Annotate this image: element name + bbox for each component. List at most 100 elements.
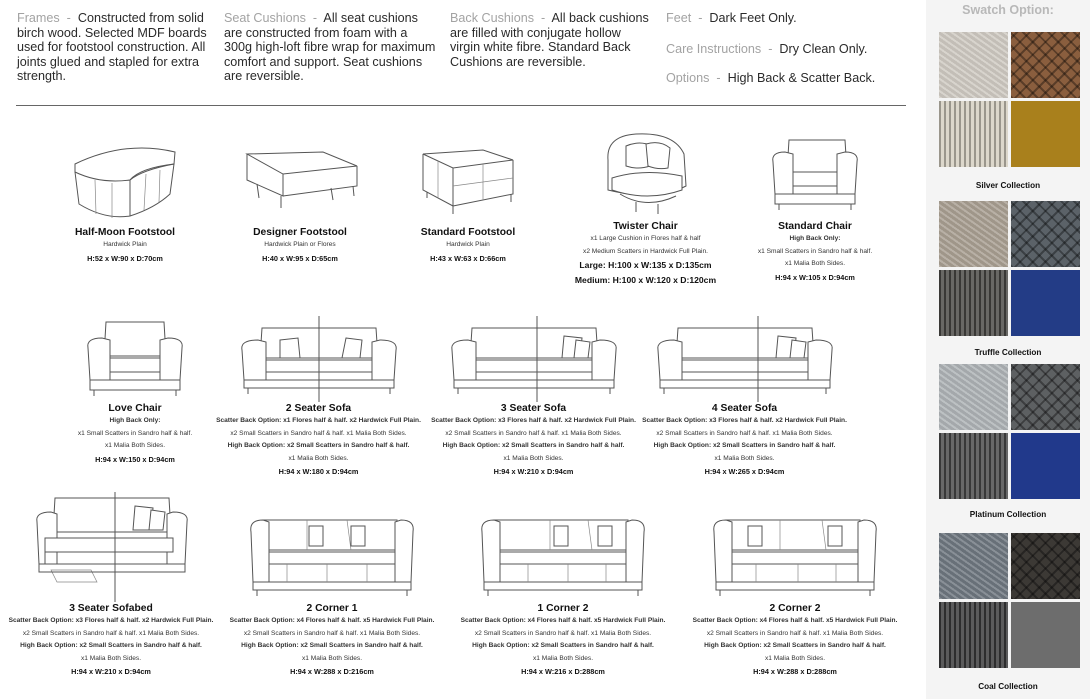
product-detail: x2 Small Scatters in Sandro half & half.… — [22, 629, 200, 637]
scatter-back-label: Scatter Back Option: x4 Flores half & ha… — [692, 617, 898, 624]
spec-feet-text: Dark Feet Only. — [709, 11, 797, 25]
swatch-tile[interactable] — [1011, 364, 1080, 430]
product-1-corner-2[interactable]: 1 Corner 2 Scatter Back Option: x4 Flore… — [454, 502, 672, 678]
swatch-caption-silver: Silver Collection — [975, 181, 1041, 190]
swatch-grid-coal — [939, 533, 1080, 668]
product-name: Standard Chair — [778, 221, 852, 232]
spec-back-cushions-text: All back cushions are filled with conjug… — [450, 11, 649, 69]
product-detail: x1 Malia Both Sides. — [104, 442, 166, 450]
product-standard-footstool[interactable]: Standard Footstool Hardwick Plain H:43 x… — [388, 146, 548, 265]
product-detail: x2 Small Scatters in Sandro half & half.… — [243, 629, 421, 637]
swatch-tile[interactable] — [939, 602, 1008, 668]
product-detail: x1 Malia Both Sides. — [301, 654, 363, 662]
scatter-back-label: Scatter Back Option: x4 Flores half & ha… — [460, 617, 666, 624]
swatch-tile[interactable] — [1011, 201, 1080, 267]
swatch-tile[interactable] — [1011, 602, 1080, 668]
product-twister-chair[interactable]: Twister Chair x1 Large Cushion in Flores… — [558, 130, 733, 287]
spec-frames-text: Constructed from solid birch wood. Selec… — [17, 11, 207, 84]
high-back-label: High Back Option: x2 Small Scatters in S… — [653, 442, 836, 450]
twister-chair-drawing — [606, 133, 687, 214]
spec-seat-cushions-text: All seat cushions are constructed from f… — [224, 11, 436, 84]
product-love-chair[interactable]: Love Chair High Back Only: x1 Small Scat… — [55, 316, 215, 466]
product-name: Designer Footstool — [253, 227, 347, 238]
product-3-seater-sofabed[interactable]: 3 Seater Sofabed Scatter Back Option: x3… — [0, 492, 222, 678]
swatch-tile[interactable] — [1011, 533, 1080, 599]
product-detail: High Back Option: x2 Small Scatters in S… — [0, 640, 222, 653]
swatch-tile[interactable] — [1011, 433, 1080, 499]
product-detail: x2 Small Scatters in Sandro half & half.… — [706, 629, 884, 637]
product-detail: Hardwick Plain or Flores — [264, 241, 336, 248]
product-detail: x1 Small Scatters in Sandro half & half. — [77, 429, 193, 437]
swatch-tile[interactable] — [939, 270, 1008, 336]
spec-seat-cushions-key: Seat Cushions — [224, 11, 306, 25]
product-detail: Scatter Back Option: x3 Flores half & ha… — [638, 415, 851, 428]
swatch-tile[interactable] — [1011, 101, 1080, 167]
high-back-label: High Back Option: x2 Small Scatters in S… — [472, 642, 654, 650]
product-name: 1 Corner 2 — [537, 603, 589, 614]
product-2-seater-sofa[interactable]: 2 Seater Sofa Scatter Back Option: x1 Fl… — [212, 316, 425, 478]
product-name: 3 Seater Sofa — [500, 403, 567, 414]
swatch-tile[interactable] — [939, 433, 1008, 499]
4-seater-sofa-drawing — [656, 316, 833, 402]
spec-frames-key: Frames — [17, 11, 60, 25]
swatch-grid-truffle — [939, 201, 1080, 336]
half-moon-footstool-drawing — [74, 147, 176, 218]
product-detail: Scatter Back Option: x3 Flores half & ha… — [0, 615, 222, 628]
swatch-tile[interactable] — [1011, 270, 1080, 336]
swatch-tile[interactable] — [939, 201, 1008, 267]
product-4-seater-sofa[interactable]: 4 Seater Sofa Scatter Back Option: x3 Fl… — [638, 316, 851, 478]
swatch-tile[interactable] — [939, 32, 1008, 98]
product-detail: High Back Option: x2 Small Scatters in S… — [454, 640, 672, 653]
scatter-back-label: Scatter Back Option: x3 Flores half & ha… — [431, 417, 636, 424]
product-dimensions: Large: H:100 x W:135 x D:135cm — [579, 260, 712, 271]
product-name: 2 Corner 2 — [769, 603, 821, 614]
product-detail: Scatter Back Option: x4 Flores half & ha… — [223, 615, 441, 628]
product-detail: x1 Malia Both Sides. — [532, 654, 594, 662]
standard-footstool-drawing — [422, 149, 514, 214]
3-seater-sofa-drawing — [450, 316, 617, 402]
standard-chair-drawing — [772, 139, 858, 210]
product-half-moon-footstool[interactable]: Half-Moon Footstool Hardwick Plain H:52 … — [45, 146, 205, 265]
product-2-corner-1[interactable]: 2 Corner 1 Scatter Back Option: x4 Flore… — [223, 502, 441, 678]
spec-care-text: Dry Clean Only. — [779, 42, 868, 56]
product-name: Love Chair — [108, 403, 162, 414]
product-dimensions: Medium: H:100 x W:120 x D:120cm — [574, 274, 717, 285]
swatch-tile[interactable] — [939, 533, 1008, 599]
swatch-caption-truffle: Truffle Collection — [974, 348, 1042, 357]
high-back-label: High Back Option: x2 Small Scatters in S… — [20, 642, 202, 650]
product-name: Half-Moon Footstool — [74, 227, 176, 238]
product-detail: Hardwick Plain — [103, 241, 147, 248]
product-detail: High Back Option: x2 Small Scatters in S… — [223, 640, 441, 653]
product-dimensions: H:94 x W:180 x D:94cm — [278, 467, 359, 477]
product-detail: x2 Small Scatters in Sandro half & half.… — [445, 429, 622, 437]
spec-seat-cushions: Seat Cushions - All seat cushions are co… — [224, 11, 436, 84]
product-detail: x1 Malia Both Sides. — [784, 260, 846, 268]
product-2-corner-2[interactable]: 2 Corner 2 Scatter Back Option: x4 Flore… — [686, 502, 904, 678]
product-detail: x1 Malia Both Sides. — [288, 454, 349, 462]
product-detail: High Back Option: x2 Small Scatters in S… — [686, 640, 904, 653]
product-detail: Scatter Back Option: x1 Flores half & ha… — [212, 415, 425, 428]
product-dimensions: H:94 x W:265 x D:94cm — [704, 467, 785, 477]
product-standard-chair[interactable]: Standard Chair High Back Only: x1 Small … — [735, 132, 895, 284]
product-detail: Hardwick Plain — [446, 241, 490, 248]
swatch-tile[interactable] — [939, 364, 1008, 430]
swatch-caption-coal: Coal Collection — [978, 682, 1038, 691]
product-detail: x2 Small Scatters in Sandro half & half.… — [230, 429, 407, 437]
spec-care-key: Care Instructions — [666, 42, 762, 56]
spec-options: Options - High Back & Scatter Back. — [666, 71, 876, 85]
product-detail: Scatter Back Option: x4 Flores half & ha… — [686, 615, 904, 628]
swatch-tile[interactable] — [939, 101, 1008, 167]
spec-frames: Frames - Constructed from solid birch wo… — [17, 11, 207, 84]
product-dimensions: H:94 x W:288 x D:216cm — [290, 667, 374, 677]
love-chair-drawing — [87, 321, 183, 396]
product-detail: Scatter Back Option: x4 Flores half & ha… — [454, 615, 672, 628]
swatch-tile[interactable] — [1011, 32, 1080, 98]
product-designer-footstool[interactable]: Designer Footstool Hardwick Plain or Flo… — [220, 146, 380, 265]
spec-back-cushions: Back Cushions - All back cushions are fi… — [450, 11, 649, 69]
swatch-title: Swatch Option: — [962, 3, 1054, 17]
product-detail: x2 Small Scatters in Sandro half & half.… — [474, 629, 652, 637]
swatch-grid-silver — [939, 32, 1080, 167]
product-3-seater-sofa[interactable]: 3 Seater Sofa Scatter Back Option: x3 Fl… — [427, 316, 640, 478]
high-back-label: High Back Option: x2 Small Scatters in S… — [442, 442, 625, 450]
spec-care: Care Instructions - Dry Clean Only. — [666, 42, 868, 56]
